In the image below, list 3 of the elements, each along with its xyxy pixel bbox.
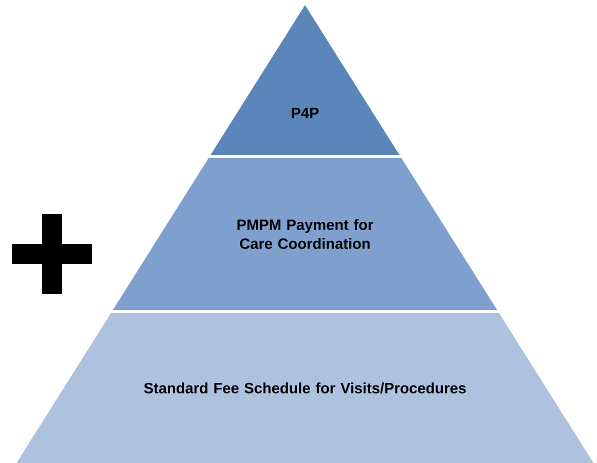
pyramid-tier: P4P — [210, 5, 400, 155]
pyramid-tier: PMPM Payment for Care Coordination — [112, 158, 498, 310]
pyramid-tier: Standard Fee Schedule for Visits/Procedures — [16, 313, 594, 463]
